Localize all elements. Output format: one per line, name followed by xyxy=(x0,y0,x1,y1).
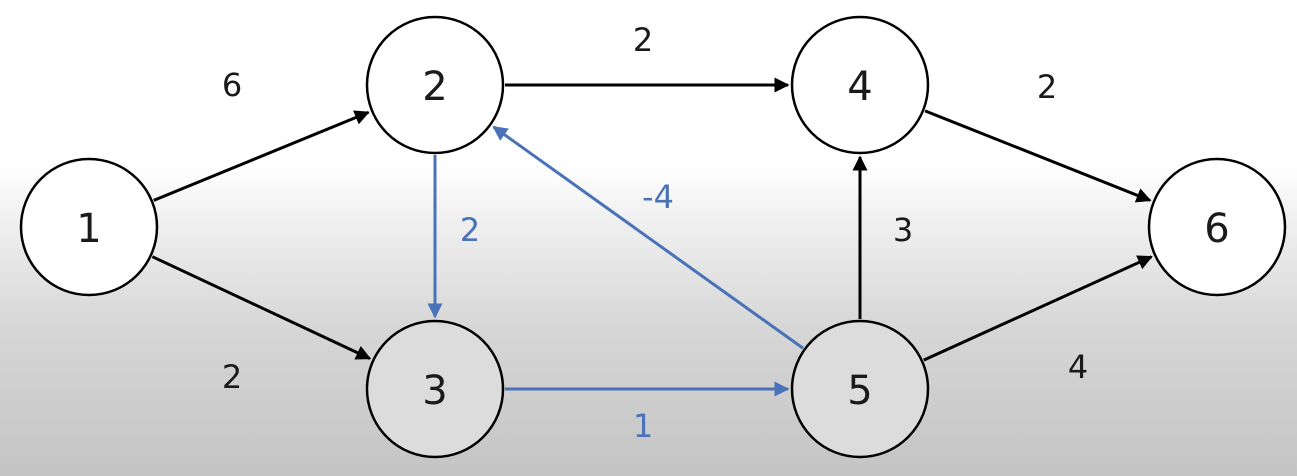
edge-weights-layer: 6 2 2 2 -4 1 3 2 4 xyxy=(222,21,1088,445)
edge-1-3-weight: 2 xyxy=(222,358,242,396)
node-2-label: 2 xyxy=(422,64,447,110)
node-4-label: 4 xyxy=(847,64,872,110)
node-1-circle xyxy=(19,157,159,297)
node-2: 2 xyxy=(365,15,505,155)
edge-4-6-weight: 2 xyxy=(1037,68,1057,106)
node-5-label: 5 xyxy=(847,368,872,414)
node-5-circle xyxy=(790,319,930,459)
edge-5-6-arrow xyxy=(923,255,1153,362)
node-4: 4 xyxy=(790,15,930,155)
node-6-circle xyxy=(1147,157,1287,297)
node-5: 5 xyxy=(790,319,930,459)
edge-5-6-weight: 4 xyxy=(1068,348,1088,386)
node-6: 6 xyxy=(1147,157,1287,297)
node-1-label: 1 xyxy=(76,206,101,252)
node-3-circle xyxy=(365,319,505,459)
node-3: 3 xyxy=(365,319,505,459)
edge-5-2-arrow xyxy=(492,125,804,350)
edge-3-5-weight: 1 xyxy=(633,407,653,445)
node-4-circle xyxy=(790,15,930,155)
node-6-label: 6 xyxy=(1204,206,1229,252)
edge-5-2-weight: -4 xyxy=(642,178,674,216)
edge-1-2-arrow xyxy=(153,110,370,202)
edges-layer xyxy=(151,77,1153,397)
edge-4-6-arrow xyxy=(924,109,1152,203)
node-3-label: 3 xyxy=(422,368,447,414)
edge-1-3-arrow xyxy=(151,255,372,360)
nodes-layer: 1 2 3 4 5 6 xyxy=(19,15,1287,459)
edge-5-4-weight: 3 xyxy=(893,211,913,249)
edge-2-4-weight: 2 xyxy=(633,21,653,59)
edge-1-2-weight: 6 xyxy=(222,66,242,104)
node-2-circle xyxy=(365,15,505,155)
edge-2-3-weight: 2 xyxy=(460,211,480,249)
node-1: 1 xyxy=(19,157,159,297)
